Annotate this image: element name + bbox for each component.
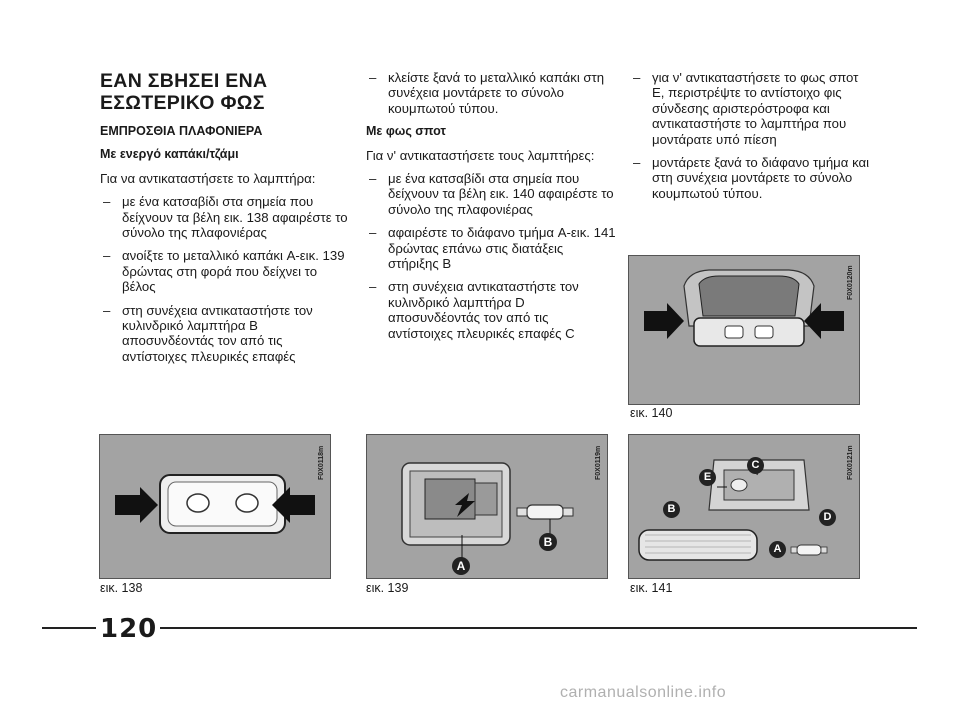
list-item: –με ένα κατσαβίδι στα σημεία που δείχνου… [100, 194, 350, 240]
dash-glyph: – [369, 70, 377, 85]
list-item: –μοντάρετε ξανά το διάφανο τμήμα και στη… [630, 155, 870, 201]
spot-light-illustration [629, 256, 859, 404]
dash-glyph: – [633, 70, 641, 85]
list-item-text: ανοίξτε το μεταλλικό καπάκι A-εικ. 139 δ… [122, 248, 345, 295]
arrow-left-icon [804, 303, 844, 339]
label-a: A [769, 541, 786, 558]
ceiling-light-illustration [100, 435, 330, 578]
list-item-text: στη συνέχεια αντικαταστήστε τον κυλινδρι… [122, 302, 313, 364]
dash-glyph: – [369, 171, 377, 187]
list-item-text: με ένα κατσαβίδι στα σημεία που δείχνουν… [122, 194, 348, 241]
figure-caption: εικ. 139 [366, 581, 409, 595]
label-d: D [819, 509, 836, 526]
intro-text: Για ν' αντικαταστήσετε τους λαμπτήρες: [366, 147, 595, 163]
figure-code: F0X0121m [847, 445, 854, 480]
arrow-left-icon [272, 487, 315, 523]
list-item-text: στη συνέχεια αντικαταστήστε τον κυλινδρι… [388, 279, 579, 341]
figure-code: F0X0119m [595, 445, 602, 480]
figure-code: F0X0118m [318, 445, 325, 480]
footer-rule-right [160, 627, 917, 629]
lamp-housing-illustration [367, 435, 607, 578]
dash-glyph: – [633, 155, 641, 171]
list-item: –για ν' αντικαταστήσετε το φως σποτ E, π… [630, 70, 870, 147]
list-item: –κλείστε ξανά το μεταλλικό καπάκι στη συ… [366, 70, 616, 116]
figure-139: A B [366, 434, 608, 579]
list-item-text: με ένα κατσαβίδι στα σημεία που δείχνουν… [388, 171, 614, 217]
dash-glyph: – [103, 302, 111, 318]
label-e: E [699, 469, 716, 486]
footer-rule-left [42, 627, 96, 629]
column-1: ΕΑΝ ΣΒΗΣΕΙ ΕΝΑ ΕΣΩΤΕΡΙΚΟ ΦΩΣ ΕΜΠΡΟΣΘΙΑ Π… [100, 70, 350, 372]
figure-caption: εικ. 138 [100, 581, 143, 595]
section-heading: ΕΜΠΡΟΣΘΙΑ ΠΛΑΦΟΝΙΕΡΑ [100, 124, 263, 138]
arrow-right-icon [644, 303, 684, 339]
label-a: A [452, 557, 470, 575]
figure-caption: εικ. 141 [630, 581, 673, 595]
list-item: –ανοίξτε το μεταλλικό καπάκι A-εικ. 139 … [100, 248, 350, 294]
list-item-text: για ν' αντικαταστήσετε το φως σποτ E, πε… [652, 70, 859, 147]
list-item: –αφαιρέστε το διάφανο τμήμα A-εικ. 141 δ… [366, 225, 616, 271]
page-number: 120 [100, 614, 158, 644]
label-b: B [539, 533, 557, 551]
list-item-text: μοντάρετε ξανά το διάφανο τμήμα και στη … [652, 155, 870, 201]
figure-code: F0X0120m [847, 265, 854, 300]
list-item: –στη συνέχεια αντικαταστήστε τον κυλινδρ… [366, 279, 616, 341]
dash-glyph: – [103, 194, 111, 210]
column-3: –για ν' αντικαταστήσετε το φως σποτ E, π… [630, 70, 870, 209]
list-item-text: κλείστε ξανά το μεταλλικό καπάκι στη συν… [388, 70, 605, 116]
list-item-text: αφαιρέστε το διάφανο τμήμα A-εικ. 141 δρ… [388, 225, 616, 272]
figure-138 [99, 434, 331, 579]
figure-140 [628, 255, 860, 405]
dash-glyph: – [369, 279, 377, 295]
subsection-heading: Με ενεργό καπάκι/τζάμι [100, 147, 239, 162]
list-item: –στη συνέχεια αντικαταστήστε τον κυλινδρ… [100, 303, 350, 365]
arrow-icon [455, 493, 475, 517]
arrow-right-icon [115, 487, 158, 523]
label-b: B [663, 501, 680, 518]
label-c: C [747, 457, 764, 474]
intro-text: Για να αντικαταστήσετε το λαμπτήρα: [100, 170, 316, 186]
figure-141: B E C D A [628, 434, 860, 579]
page-title: ΕΑΝ ΣΒΗΣΕΙ ΕΝΑ ΕΣΩΤΕΡΙΚΟ ΦΩΣ [100, 70, 268, 114]
dash-glyph: – [103, 248, 111, 264]
column-2: –κλείστε ξανά το μεταλλικό καπάκι στη συ… [366, 70, 616, 349]
subsection-heading: Με φως σποτ [366, 124, 446, 139]
watermark: carmanualsonline.info [560, 684, 727, 701]
list-item: –με ένα κατσαβίδι στα σημεία που δείχνου… [366, 171, 616, 217]
figure-caption: εικ. 140 [630, 406, 673, 420]
dash-glyph: – [369, 225, 377, 241]
